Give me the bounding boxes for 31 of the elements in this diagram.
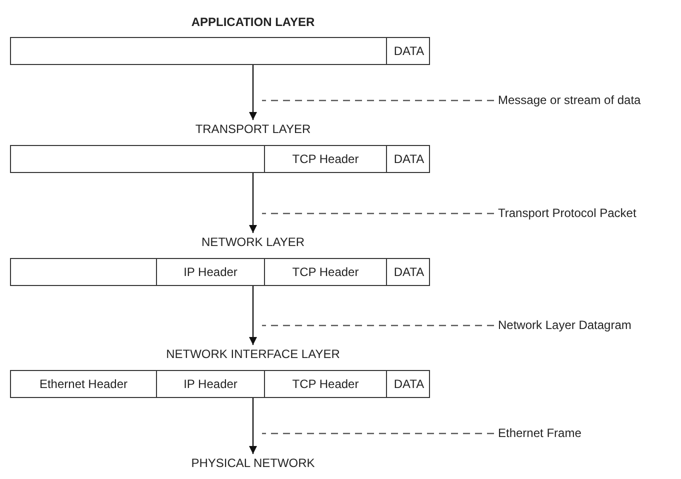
packet-bar bbox=[10, 370, 430, 398]
header-cell: IP Header bbox=[156, 259, 264, 285]
header-cell: IP Header bbox=[156, 371, 264, 397]
header-cell: TCP Header bbox=[264, 146, 386, 172]
data-unit-label: Transport Protocol Packet bbox=[498, 205, 636, 221]
data-unit-label: Ethernet Frame bbox=[498, 425, 582, 441]
header-cell: DATA bbox=[386, 38, 431, 64]
data-unit-label: Message or stream of data bbox=[498, 92, 641, 108]
leader-line bbox=[262, 100, 494, 102]
header-cell: DATA bbox=[386, 259, 431, 285]
leader-line bbox=[262, 432, 494, 434]
packet-bar bbox=[10, 145, 430, 173]
packet-bar bbox=[10, 37, 430, 65]
arrow bbox=[249, 65, 257, 120]
arrow bbox=[249, 173, 257, 233]
leader-line bbox=[262, 324, 494, 326]
leader-line bbox=[262, 212, 494, 214]
layer-title: TRANSPORT LAYER bbox=[195, 121, 311, 137]
data-unit-label: Network Layer Datagram bbox=[498, 317, 632, 333]
layer-title: NETWORK INTERFACE LAYER bbox=[166, 346, 340, 362]
header-cell: DATA bbox=[386, 371, 431, 397]
header-cell: TCP Header bbox=[264, 371, 386, 397]
layer-title: APPLICATION LAYER bbox=[191, 14, 315, 30]
layer-title: PHYSICAL NETWORK bbox=[191, 455, 315, 471]
arrow bbox=[249, 398, 257, 454]
header-cell: Ethernet Header bbox=[11, 371, 156, 397]
packet-bar bbox=[10, 258, 430, 286]
header-cell: DATA bbox=[386, 146, 431, 172]
arrow bbox=[249, 286, 257, 345]
layer-title: NETWORK LAYER bbox=[201, 234, 305, 250]
header-cell: TCP Header bbox=[264, 259, 386, 285]
